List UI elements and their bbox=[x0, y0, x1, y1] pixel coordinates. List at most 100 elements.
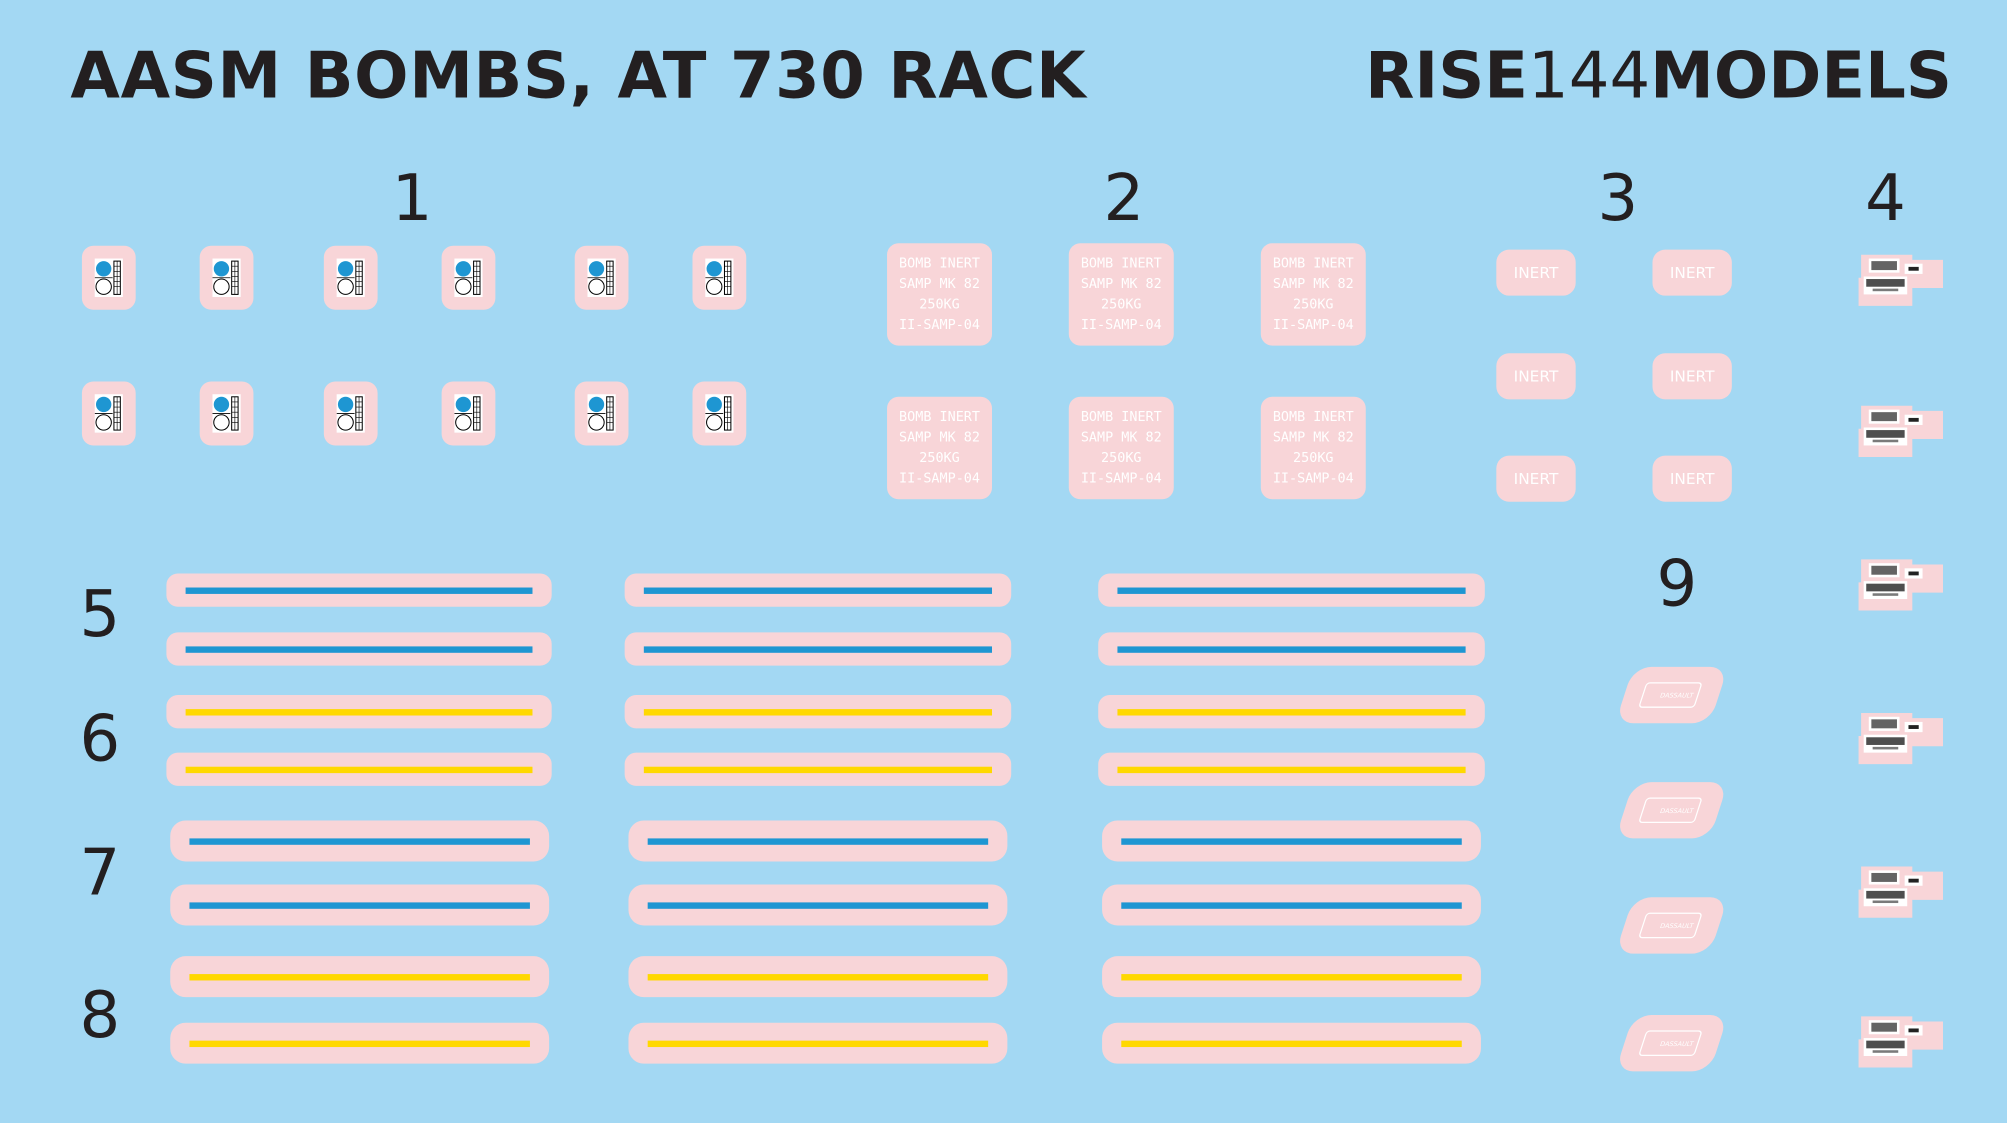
stencil-line: SAMP MK 82 bbox=[1272, 276, 1354, 292]
aasm-badge-decal bbox=[199, 245, 254, 310]
stencil-data-decal bbox=[1853, 705, 1944, 766]
stripe-line bbox=[1117, 708, 1466, 715]
dassault-logo-icon: DASSAULT bbox=[1638, 797, 1703, 824]
stencil-line: II-SAMP-04 bbox=[899, 471, 980, 487]
aasm-badge-decal bbox=[692, 245, 747, 310]
stripe-line bbox=[185, 766, 533, 773]
aasm-badge-decal bbox=[81, 381, 136, 446]
stencil-line: II-SAMP-04 bbox=[1080, 317, 1162, 333]
set-number-1: 1 bbox=[391, 161, 433, 236]
stencil-data-icon bbox=[1858, 254, 1944, 306]
stencil-data-icon bbox=[1858, 866, 1944, 918]
stripe-decal-set8 bbox=[628, 1022, 1008, 1064]
stripe-line bbox=[643, 586, 992, 594]
stencil-line: SAMP MK 82 bbox=[899, 276, 980, 292]
stripe-decal-set5 bbox=[1098, 632, 1485, 666]
aasm-badge-decal bbox=[323, 381, 378, 446]
stripe-line bbox=[185, 708, 533, 715]
aasm-badge-icon bbox=[705, 258, 734, 297]
set-number-3: 3 bbox=[1597, 161, 1639, 236]
brand-logo: RISE144MODELS bbox=[1365, 38, 1952, 112]
stencil-line: SAMP MK 82 bbox=[1080, 430, 1162, 446]
brand-part: MODELS bbox=[1650, 38, 1952, 113]
inert-decal: INERT bbox=[1496, 353, 1576, 400]
aasm-badge-icon bbox=[212, 394, 241, 433]
stencil-line: BOMB INERT bbox=[899, 256, 980, 272]
stripe-decal-set7 bbox=[170, 884, 550, 926]
stripe-decal-set5 bbox=[166, 573, 552, 607]
stripe-line bbox=[647, 1040, 989, 1047]
stripe-decal-set7 bbox=[628, 884, 1008, 926]
stencil-line: II-SAMP-04 bbox=[1272, 471, 1354, 487]
aasm-badge-icon bbox=[454, 394, 483, 433]
stencil-line: SAMP MK 82 bbox=[1272, 430, 1354, 446]
aasm-badge-icon bbox=[705, 394, 734, 433]
aasm-badge-icon bbox=[587, 258, 616, 297]
set-number-5: 5 bbox=[79, 577, 121, 652]
stencil-data-icon bbox=[1858, 712, 1944, 765]
stripe-decal-set6 bbox=[624, 752, 1012, 786]
stripe-decal-set7 bbox=[1102, 820, 1481, 862]
set-number-7: 7 bbox=[79, 835, 121, 911]
stencil-line: II-SAMP-04 bbox=[1080, 471, 1162, 487]
aasm-badge-decal bbox=[81, 245, 136, 310]
stripe-line bbox=[189, 901, 530, 909]
sheet-title: AASM BOMBS, AT 730 RACK bbox=[70, 38, 1087, 113]
stencil-line: 250KG bbox=[1293, 450, 1334, 466]
aasm-badge-decal bbox=[323, 245, 378, 310]
stencil-line: II-SAMP-04 bbox=[1272, 317, 1354, 333]
stripe-decal-set8 bbox=[1102, 1022, 1481, 1064]
stencil-data-decal bbox=[1853, 398, 1944, 459]
set-number-4: 4 bbox=[1865, 161, 1906, 236]
stripe-decal-set7 bbox=[170, 820, 550, 862]
stencil-line: BOMB INERT bbox=[1272, 256, 1354, 272]
stripe-decal-set6 bbox=[166, 695, 552, 729]
dassault-decal: DASSAULT bbox=[1615, 666, 1729, 724]
stripe-line bbox=[185, 645, 533, 653]
stripe-line bbox=[1121, 973, 1462, 980]
aasm-badge-icon bbox=[336, 258, 365, 297]
aasm-badge-icon bbox=[94, 394, 123, 433]
stripe-decal-set8 bbox=[170, 1022, 550, 1064]
set-number-6: 6 bbox=[79, 701, 121, 776]
stencil-line: SAMP MK 82 bbox=[1080, 276, 1162, 292]
stencil-line: BOMB INERT bbox=[1272, 409, 1354, 425]
stripe-line bbox=[647, 837, 989, 845]
stripe-line bbox=[1117, 645, 1466, 653]
stripe-line bbox=[647, 901, 989, 909]
aasm-badge-decal bbox=[574, 381, 629, 446]
stripe-decal-set6 bbox=[1098, 695, 1485, 729]
stripe-line bbox=[647, 973, 989, 980]
stencil-line: 250KG bbox=[1101, 296, 1142, 313]
stripe-decal-set6 bbox=[166, 752, 552, 786]
stripe-decal-set7 bbox=[1102, 884, 1481, 926]
stripe-decal-set6 bbox=[1098, 752, 1485, 786]
stripe-line bbox=[1117, 586, 1466, 594]
stripe-decal-set5 bbox=[624, 573, 1012, 607]
dassault-decal: DASSAULT bbox=[1615, 782, 1729, 839]
dassault-decal: DASSAULT bbox=[1615, 897, 1729, 954]
aasm-badge-decal bbox=[441, 245, 496, 310]
inert-decal: INERT bbox=[1652, 249, 1732, 296]
aasm-badge-icon bbox=[587, 394, 616, 433]
stripe-decal-set5 bbox=[1098, 573, 1485, 607]
stencil-line: 250KG bbox=[919, 296, 960, 313]
stencil-data-icon bbox=[1858, 405, 1944, 457]
stripe-line bbox=[1121, 837, 1462, 845]
stencil-line: 250KG bbox=[1101, 450, 1142, 466]
stencil-line: BOMB INERT bbox=[1080, 256, 1162, 272]
stripe-line bbox=[1117, 766, 1466, 773]
stripe-line bbox=[643, 708, 992, 715]
stencil-line: SAMP MK 82 bbox=[899, 430, 980, 446]
aasm-badge-decal bbox=[574, 245, 629, 310]
aasm-badge-icon bbox=[336, 394, 365, 433]
brand-part: RISE bbox=[1365, 38, 1529, 113]
stencil-data-decal bbox=[1853, 247, 1944, 308]
aasm-badge-icon bbox=[454, 258, 483, 297]
stencil-data-decal bbox=[1853, 552, 1944, 613]
